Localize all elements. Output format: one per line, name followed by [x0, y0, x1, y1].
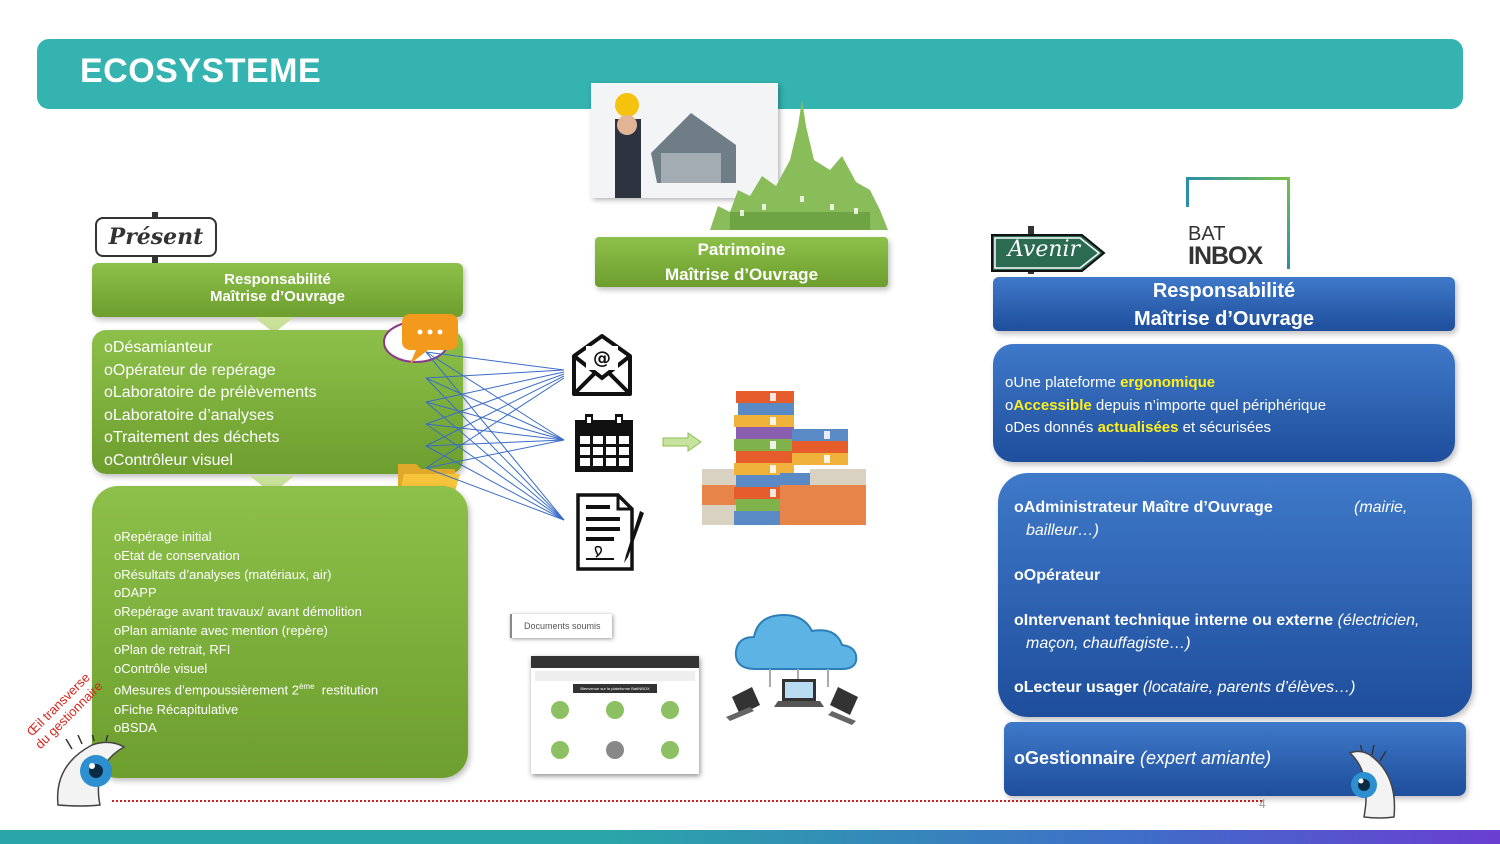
footer-bar — [0, 830, 1500, 844]
page-title: ECOSYSTEME — [80, 52, 322, 90]
gestionnaire-detail: (expert amiante) — [1135, 748, 1272, 768]
document-item: oMesures d’empoussièrement 2ème restitut… — [114, 678, 468, 700]
document-item: oBSDA — [114, 720, 157, 736]
platform-screenshot: Bienvenue sur la plateforme BatINBOX — [531, 656, 699, 774]
connection-lines — [425, 351, 565, 521]
role-detail: (électricien, — [1333, 612, 1420, 629]
feature-text: oDes donnés — [1005, 419, 1098, 436]
features-box: oUne plateforme ergonomique oAccessible … — [993, 344, 1455, 462]
feature-highlight: actualisées — [1097, 419, 1179, 436]
gestionnaire-title: oGestionnaire — [1014, 748, 1136, 768]
patrimoine-photo — [591, 83, 778, 198]
document-item: oDAPP — [114, 585, 157, 601]
patrimoine-line1: Patrimoine — [697, 240, 786, 259]
role-item: oOpérateur — [1014, 564, 1100, 587]
role-title: oAdministrateur Maître d’Ouvrage — [1014, 499, 1273, 516]
dotted-divider — [112, 800, 1262, 802]
batinbox-logo: BAT INBOX — [1186, 177, 1290, 269]
actor-item: oContrôleur visuel — [104, 451, 233, 469]
document-item-suffix: restitution — [314, 682, 379, 698]
feature-text: et sécurisées — [1178, 419, 1272, 436]
avenir-resp-line2: Maîtrise d’Ouvrage — [1133, 308, 1315, 330]
avenir-resp-line1: Responsabilité — [1152, 280, 1296, 302]
document-item: oFiche Récapitulative — [114, 701, 239, 717]
patrimoine-line2: Maîtrise d’Ouvrage — [664, 265, 819, 284]
role-detail: (locataire, parents d’élèves…) — [1138, 679, 1356, 696]
eye-icon — [1348, 745, 1396, 819]
role-item: oAdministrateur Maître d’Ouvrage — [1014, 496, 1273, 519]
role-title: oLecteur usager — [1014, 679, 1139, 696]
binders-stack-icon — [702, 391, 866, 525]
document-item: oPlan amiante avec mention (repère) — [114, 622, 328, 638]
logo-inbox: INBOX — [1188, 242, 1263, 270]
actor-item: oOpérateur de repérage — [104, 361, 276, 379]
screenshot-banner-text: Bienvenue sur la plateforme BatINBOX — [580, 686, 650, 691]
document-item: oPlan de retrait, RFI — [114, 641, 231, 657]
actor-item: oLaboratoire d’analyses — [104, 406, 274, 424]
avenir-sign — [991, 234, 1106, 272]
superscript: ème — [298, 682, 315, 692]
roles-box: oAdministrateur Maître d’Ouvrage (mairie… — [998, 473, 1472, 717]
feature-item: oAccessible depuis n’importe quel périph… — [1005, 395, 1455, 418]
architect-house-icon — [591, 83, 778, 198]
actor-item: oTraitement des déchets — [104, 429, 280, 446]
feature-highlight: Accessible — [1013, 396, 1092, 414]
feature-item: oDes donnés actualisées et sécurisées — [1005, 417, 1455, 440]
avenir-sign-text: Avenir — [1007, 237, 1081, 262]
role-detail: bailleur…) — [1026, 522, 1099, 539]
page-number: 4 — [1259, 797, 1266, 811]
actor-item: oLaboratoire de prélèvements — [104, 384, 317, 401]
screenshot-breadcrumb — [535, 671, 695, 681]
patrimoine-box: Patrimoine Maîtrise d’Ouvrage — [595, 237, 888, 287]
feature-text: depuis n’importe quel périphérique — [1091, 396, 1327, 414]
avenir-responsabilite-box: Responsabilité Maîtrise d’Ouvrage — [993, 277, 1455, 331]
present-sign: Présent — [95, 217, 217, 257]
document-item: oRepérage avant travaux/ avant démolitio… — [114, 604, 362, 620]
role-detail: (mairie, — [1354, 499, 1408, 516]
screenshot-banner: Bienvenue sur la plateforme BatINBOX — [573, 684, 657, 693]
arrow-right-icon — [662, 432, 702, 452]
role-title: oOpérateur — [1014, 567, 1101, 584]
feature-highlight: ergonomique — [1120, 374, 1216, 391]
screenshot-header — [531, 656, 699, 668]
actor-item: oDésamianteur — [104, 339, 213, 356]
documents-soumis-tab: Documents soumis — [510, 614, 612, 638]
role-item: oLecteur usager (locataire, parents d’él… — [1014, 676, 1355, 699]
present-documents-box: oRepérage initial oEtat de conservation … — [92, 486, 468, 778]
calendar-icon — [575, 414, 633, 472]
document-item: oRepérage initial — [114, 529, 212, 544]
feature-text: oUne plateforme — [1005, 374, 1121, 391]
svg-text:@: @ — [593, 348, 611, 369]
role-title: oIntervenant technique interne ou extern… — [1014, 612, 1334, 629]
role-item: oIntervenant technique interne ou extern… — [1014, 609, 1419, 632]
present-responsabilite-box: Responsabilité Maîtrise d’Ouvrage — [92, 263, 463, 317]
eye-icon — [56, 735, 126, 807]
document-item-text: oMesures d’empoussièrement 2 — [114, 682, 299, 698]
document-item: oRésultats d’analyses (matériaux, air) — [114, 566, 332, 582]
chat-bubble-icon — [383, 314, 458, 364]
document-item: oContrôle visuel — [114, 660, 208, 676]
feature-item: oUne plateforme ergonomique — [1005, 372, 1455, 395]
present-resp-line1: Responsabilité — [224, 271, 331, 288]
present-actors-box: oDésamianteur oOpérateur de repérage oLa… — [92, 330, 463, 474]
tab-label: Documents soumis — [524, 621, 601, 631]
signed-document-icon — [576, 493, 644, 571]
document-item: oEtat de conservation — [114, 547, 240, 563]
role-detail: maçon, chauffagiste…) — [1026, 635, 1191, 652]
cloud-network-icon — [726, 613, 858, 725]
arrow-down-icon — [254, 317, 294, 333]
present-resp-line2: Maîtrise d’Ouvrage — [209, 288, 346, 305]
logo-bat: BAT — [1188, 223, 1226, 245]
feature-text: o — [1005, 396, 1014, 414]
green-town-icon — [710, 100, 888, 230]
email-envelope-icon: @ — [572, 334, 632, 396]
